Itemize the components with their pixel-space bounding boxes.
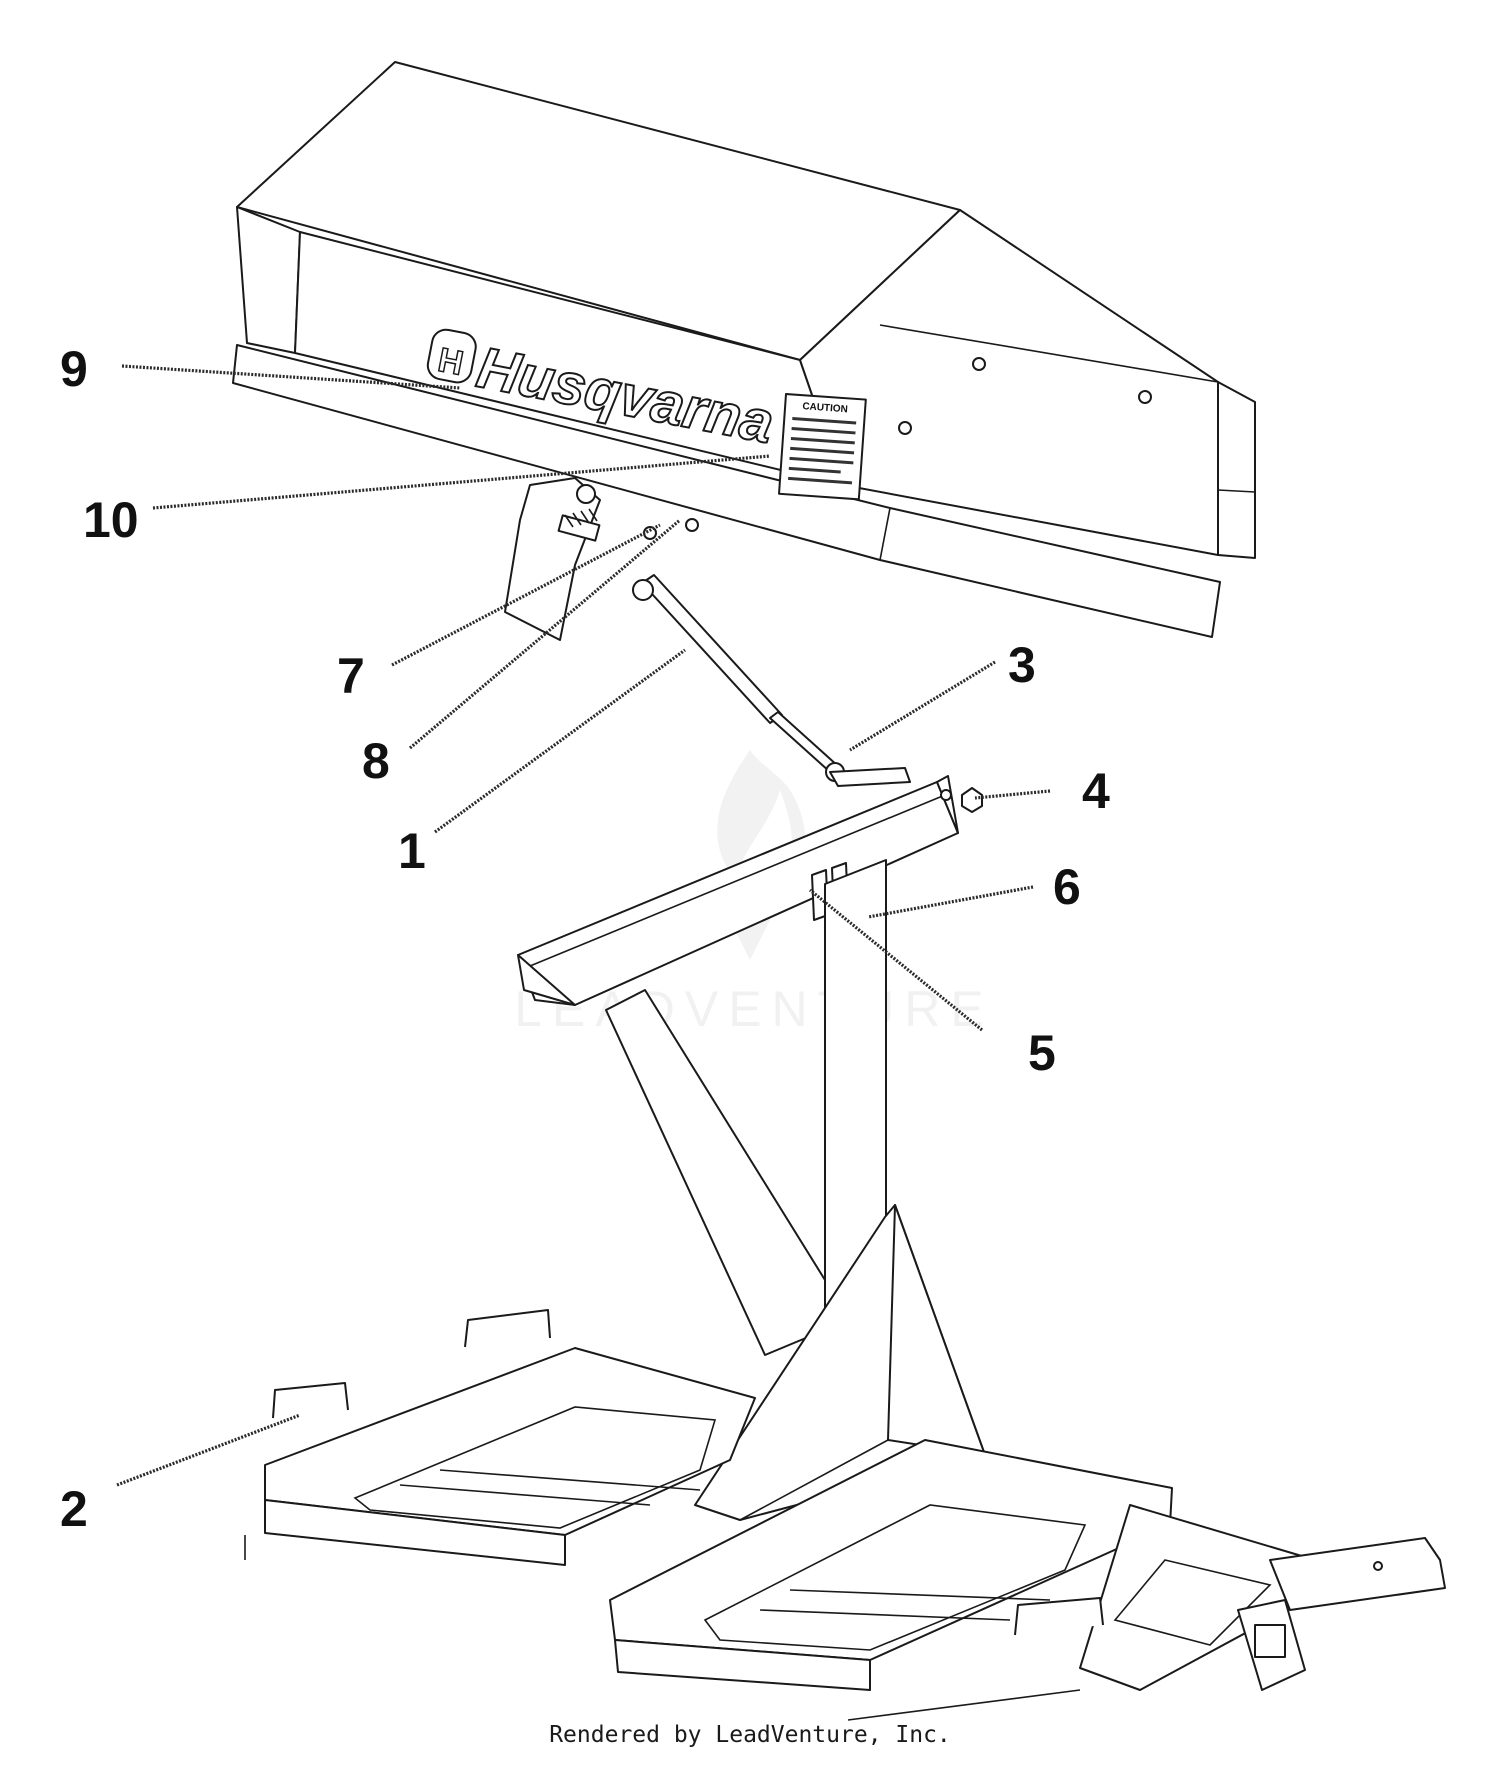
callouts: 9 10 7 8 1 3 4 6 5 2 (60, 341, 1110, 1537)
leader-line-10 (152, 454, 771, 510)
callout-3: 3 (1008, 637, 1036, 693)
leader-line-9 (121, 364, 461, 390)
callout-9: 9 (60, 341, 88, 397)
callout-4: 4 (1082, 763, 1110, 819)
callout-5: 5 (1028, 1025, 1056, 1081)
callout-1: 1 (398, 823, 426, 879)
caution-decal: CAUTION (778, 393, 867, 501)
leader-line-5 (808, 888, 984, 1032)
leader-line-6 (867, 885, 1034, 919)
leader-line-3 (849, 660, 996, 752)
callout-2: 2 (60, 1481, 88, 1537)
leader-line-2 (116, 1413, 301, 1487)
callout-8: 8 (362, 733, 390, 789)
caution-label: CAUTION (802, 401, 848, 415)
nut-icon (961, 787, 983, 813)
leader-line-4 (974, 789, 1051, 800)
support-frame (605, 859, 986, 1521)
base-platform (244, 1309, 1446, 1721)
leader-line-7 (391, 523, 661, 667)
hopper-assembly: H Husqvarna CAUTION (232, 61, 1256, 641)
leader-line-8 (408, 518, 682, 750)
leader-line-1 (434, 648, 686, 834)
footer-credit: Rendered by LeadVenture, Inc. (549, 1722, 951, 1748)
callout-10: 10 (83, 492, 139, 548)
gas-strut (632, 574, 911, 787)
callout-6: 6 (1053, 859, 1081, 915)
husqvarna-crown-icon (426, 328, 477, 384)
leader-lines (116, 364, 1051, 1487)
callout-7: 7 (337, 648, 365, 704)
